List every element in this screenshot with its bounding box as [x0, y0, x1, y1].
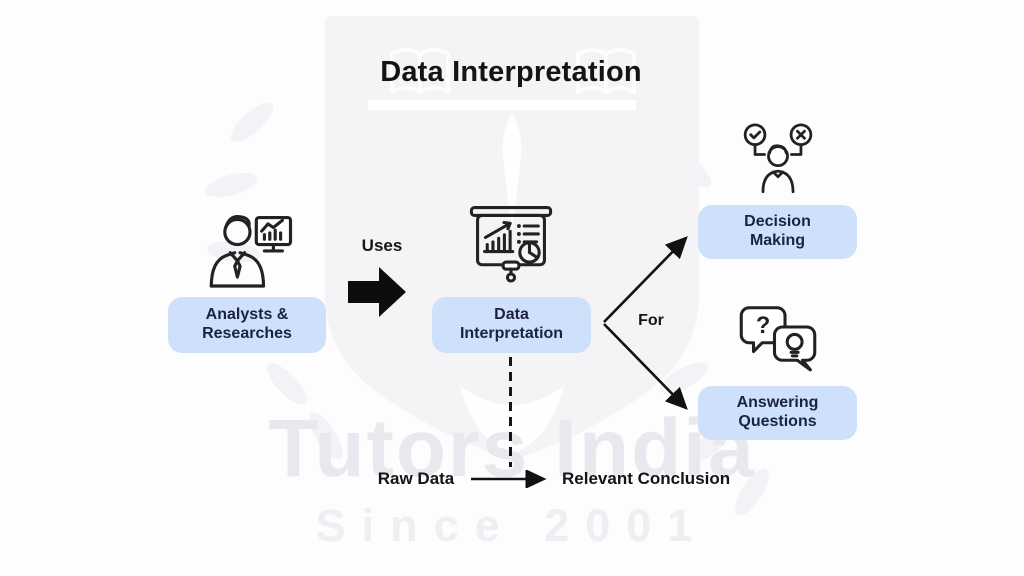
for-edge-label: For [638, 312, 664, 329]
node-analysts-researches: Analysts & Researches [168, 297, 326, 353]
raw-data-label: Raw Data [377, 469, 455, 488]
svg-text:?: ? [756, 313, 770, 339]
for-branching-arrows [603, 236, 688, 410]
person-check-cross-icon [743, 123, 813, 194]
node-answering-label: Answering Questions [736, 394, 819, 430]
node-decision-making: Decision Making [698, 205, 857, 259]
node-analysts-label: Analysts & Researches [202, 306, 292, 342]
presentation-board-chart-icon [469, 206, 553, 283]
raw-to-conclusion-arrow [471, 470, 547, 488]
relevant-conclusion-label: Relevant Conclusion [562, 469, 731, 488]
node-decision-label: Decision Making [744, 213, 811, 249]
node-data-interpretation: Data Interpretation [432, 297, 591, 353]
open-book-watermark-icons [390, 48, 636, 94]
lamp-silhouette-watermark [460, 112, 564, 454]
question-lightbulb-speech-bubbles-icon: ? [739, 306, 817, 372]
dashed-connector-line [509, 357, 512, 467]
title-underline-band [368, 100, 636, 110]
page-title: Data Interpretation [380, 56, 642, 88]
uses-edge-label: Uses [361, 236, 403, 255]
shield-watermark-shape [325, 16, 699, 460]
node-data-interpretation-label: Data Interpretation [459, 306, 564, 342]
analyst-with-chart-monitor-icon [209, 215, 293, 288]
node-answering-questions: Answering Questions [698, 386, 857, 440]
uses-block-arrow-icon [348, 267, 406, 317]
watermark-tagline-text: Since 2001 [315, 500, 709, 551]
